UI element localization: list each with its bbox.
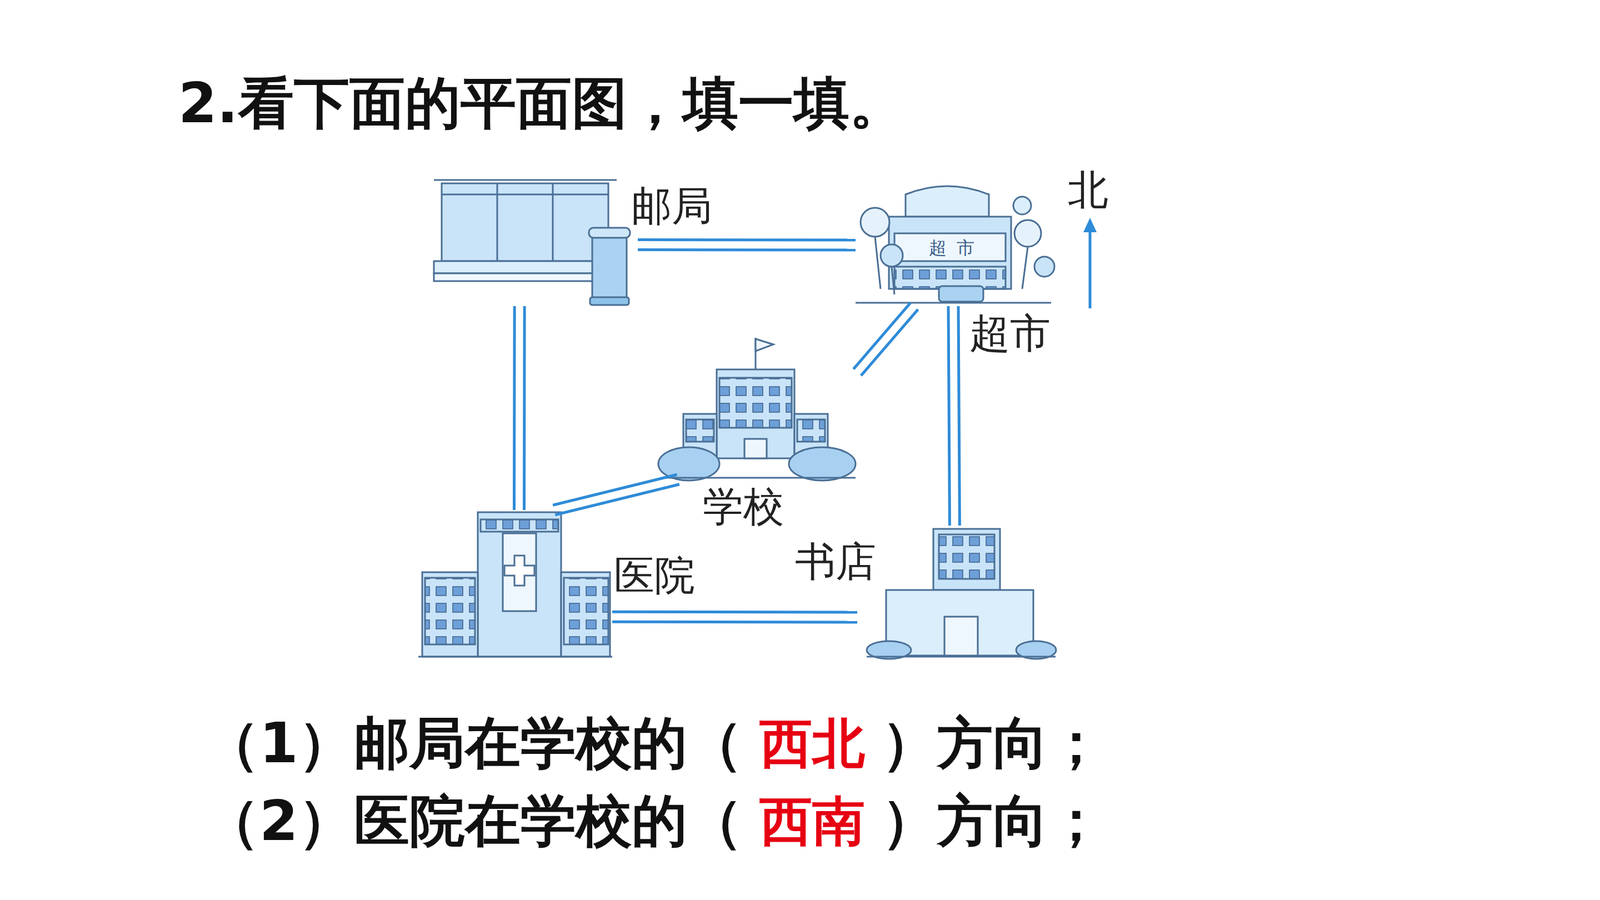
road [948, 306, 960, 526]
place-label: 邮局 [631, 183, 713, 229]
question-text: （1）邮局在学校的（ [203, 711, 743, 775]
title: 2.看下面的平面图，填一填。 [178, 71, 905, 135]
road-line [861, 309, 919, 376]
road-line [853, 302, 911, 369]
answer-text: 西北 [742, 712, 882, 774]
hospital-building [418, 512, 613, 657]
road [853, 302, 918, 376]
road-line [552, 474, 678, 505]
question-text: ）方向； [881, 788, 1104, 853]
question-text: ）方向； [881, 711, 1104, 775]
place-node: 邮局 [433, 178, 638, 307]
place-label: 书店 [795, 539, 877, 584]
post-office-building [433, 180, 630, 305]
place-label: 超市 [969, 311, 1051, 356]
question-row: （2）医院在学校的（西南）方向； [203, 788, 1104, 853]
road-line [612, 610, 858, 614]
road-line [948, 306, 950, 526]
road-line [958, 306, 960, 526]
place-node: 学校 [658, 336, 858, 480]
bookstore-building [866, 528, 1057, 659]
road [637, 240, 856, 250]
road [513, 306, 525, 510]
place-node: 医院 [418, 510, 613, 659]
question-row: （1）邮局在学校的（西北）方向； [203, 711, 1104, 775]
road-line [512, 306, 517, 510]
school-building [658, 337, 856, 481]
road [552, 474, 680, 515]
road-line [612, 620, 858, 624]
north-label: 北 [1067, 166, 1109, 214]
road-line [637, 238, 856, 242]
question-text: （2）医院在学校的（ [203, 788, 743, 853]
place-label: 医院 [613, 553, 695, 598]
place-label: 学校 [702, 484, 784, 529]
supermarket-building [855, 186, 1055, 303]
road-line [637, 248, 856, 252]
road [612, 611, 858, 623]
road-line [522, 306, 527, 510]
answer-text: 西南 [742, 790, 882, 852]
north-arrow [1083, 217, 1097, 309]
place-node: 书店 [857, 525, 1057, 659]
shop-sign: 超市 [928, 237, 985, 259]
